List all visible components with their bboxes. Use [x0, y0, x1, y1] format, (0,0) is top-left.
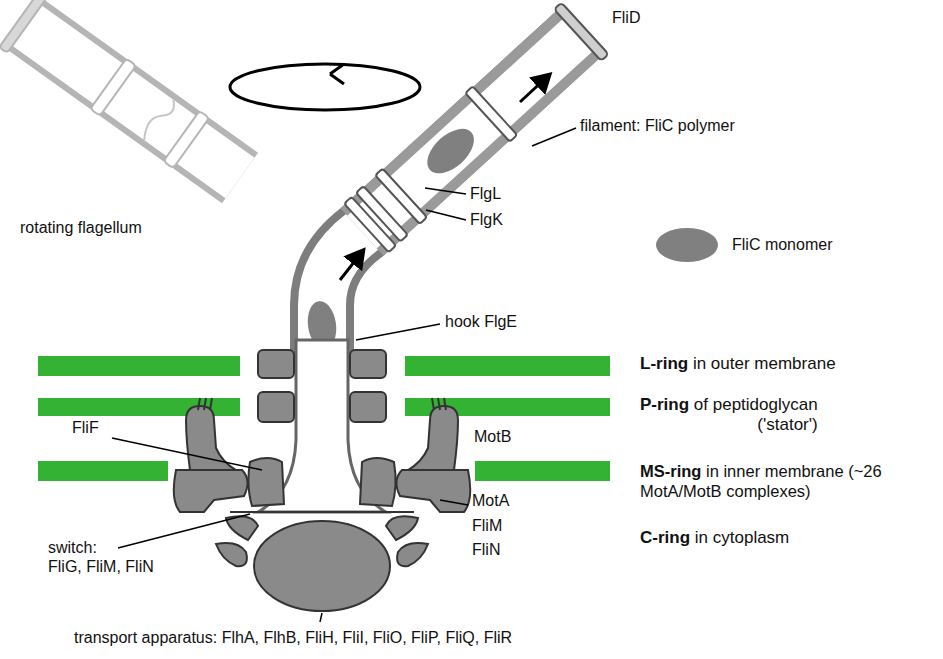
- hook-and-filament: [305, 3, 609, 364]
- part-label: FlgK: [470, 210, 503, 229]
- ring-label: C-ring in cytoplasm: [640, 528, 789, 548]
- transport-apparatus: [254, 521, 390, 611]
- ring-label: P-ring of peptidoglycan ('stator'): [640, 395, 818, 436]
- tip-label: FliD: [612, 8, 640, 27]
- ms-ring-base: [230, 511, 414, 513]
- part-label: FliN: [472, 540, 500, 559]
- part-label: MotB: [474, 427, 511, 446]
- leader-lines: [112, 128, 576, 622]
- legend-text: FliC monomer: [732, 235, 832, 254]
- part-label: rotating flagellum: [20, 218, 142, 237]
- ring-label: MS-ring in inner membrane (~26 MotA/MotB…: [640, 462, 882, 502]
- rotating-flagellum-drawing: [0, 0, 240, 178]
- legend-swatch: [656, 228, 718, 262]
- legend-row: FliC monomer: [656, 228, 832, 262]
- part-label: transport apparatus: FlhA, FlhB, FliH, F…: [74, 628, 512, 647]
- rotation-ellipse: [230, 64, 420, 110]
- part-label: FliF: [72, 418, 99, 437]
- part-label: FliM: [472, 516, 502, 535]
- part-label: FlgL: [470, 184, 501, 203]
- ring-label: L-ring in outer membrane: [640, 354, 836, 374]
- part-label: hook FlgE: [445, 312, 517, 331]
- part-label: switch: FliG, FliM, FliN: [48, 538, 154, 576]
- part-label: filament: FliC polymer: [580, 116, 735, 135]
- rotation-arrowhead: [330, 64, 344, 84]
- part-label: MotA: [472, 491, 509, 510]
